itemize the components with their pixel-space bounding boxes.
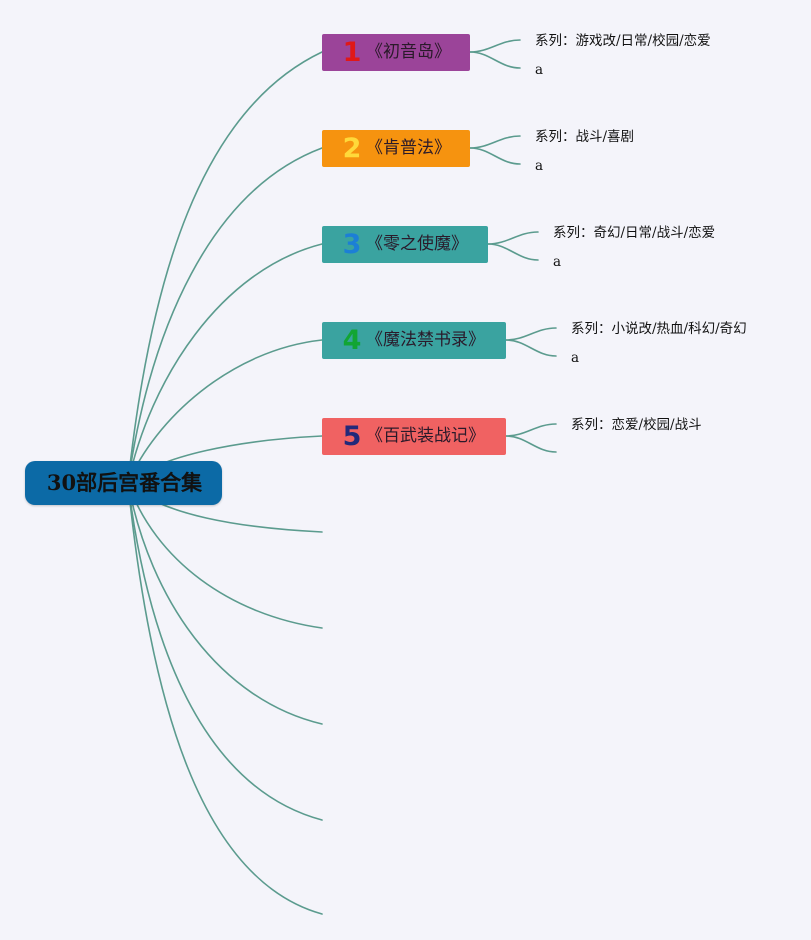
branch-line-4 xyxy=(127,339,323,484)
topic-title: 《初音岛》 xyxy=(366,42,451,62)
branch-line-7 xyxy=(127,482,323,629)
topic-title: 《零之使魔》 xyxy=(366,234,468,254)
subtopic-note[interactable]: a xyxy=(571,350,580,366)
subtopic-note[interactable]: a xyxy=(535,158,544,174)
topic-4[interactable]: 4 《魔法禁书录》 xyxy=(322,322,506,359)
subtopic-series[interactable]: 系列：恋爱/校园/战斗 xyxy=(571,417,702,433)
branch-line-8 xyxy=(127,482,323,725)
subtopic-note[interactable]: a xyxy=(535,62,544,78)
topic-number-badge: 2 xyxy=(342,133,362,164)
root-topic[interactable]: 30部后宫番合集 xyxy=(25,461,222,505)
topic-1[interactable]: 1 《初音岛》 xyxy=(322,34,470,71)
branch-line-1 xyxy=(127,51,323,484)
branch-line-10 xyxy=(127,482,323,915)
branch-line-9 xyxy=(127,482,323,821)
branch-line-2 xyxy=(127,147,323,484)
topic-title: 《百武装战记》 xyxy=(366,426,485,446)
topic-number-badge: 4 xyxy=(342,325,362,356)
topic-number-badge: 1 xyxy=(342,37,362,68)
subtopic-note[interactable]: a xyxy=(553,254,562,270)
topic-3[interactable]: 3 《零之使魔》 xyxy=(322,226,488,263)
topic-5[interactable]: 5 《百武装战记》 xyxy=(322,418,506,455)
topic-2[interactable]: 2 《肯普法》 xyxy=(322,130,470,167)
topic-title: 《肯普法》 xyxy=(366,138,451,158)
subtopic-series[interactable]: 系列：奇幻/日常/战斗/恋爱 xyxy=(553,225,716,241)
topic-number-badge: 3 xyxy=(342,229,362,260)
subtopic-series[interactable]: 系列：游戏改/日常/校园/恋爱 xyxy=(535,33,711,49)
topic-number-badge: 5 xyxy=(342,421,362,452)
subtopic-series[interactable]: 系列：小说改/热血/科幻/奇幻 xyxy=(571,321,747,337)
branch-line-3 xyxy=(127,243,323,484)
topic-title: 《魔法禁书录》 xyxy=(366,330,485,350)
subtopic-series[interactable]: 系列：战斗/喜剧 xyxy=(535,129,635,145)
